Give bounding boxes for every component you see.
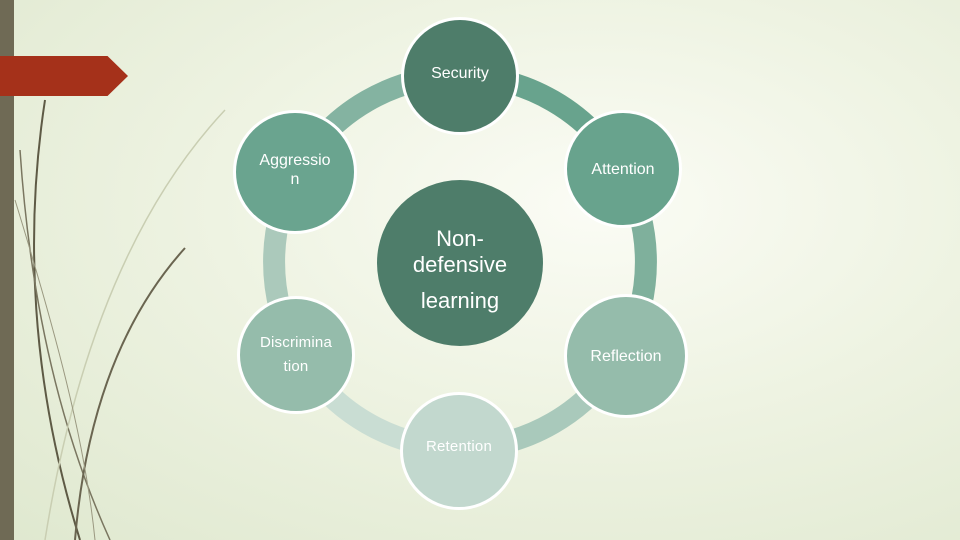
center-label-line-1: Non- [436, 226, 484, 251]
node-retention: Retention [400, 392, 518, 510]
node-aggression-label-line-1: Aggressio [259, 152, 331, 169]
node-attention: Attention [564, 110, 682, 228]
node-security-label: Security [431, 64, 489, 82]
center-label-line-2: defensive [412, 252, 508, 277]
node-aggression: Aggressio n [233, 110, 357, 234]
node-reflection: Reflection [564, 294, 688, 418]
center-label-line-3: learning [420, 288, 500, 313]
decorative-grass-lines [14, 99, 226, 540]
node-attention-label: Attention [591, 160, 655, 178]
node-retention-label: Retention [425, 438, 492, 455]
left-accent-bar [0, 0, 14, 540]
center-node-non-defensive-learning: Non- defensive learning [377, 180, 543, 346]
node-discrimination: Discrimina tion [237, 296, 355, 414]
node-reflection-label: Reflection [590, 347, 662, 365]
red-arrow-tab [0, 56, 128, 96]
node-discrimination-label-line-2: tion [283, 358, 309, 375]
node-security: Security [401, 17, 519, 135]
node-discrimination-label-line-1: Discrimina [259, 334, 332, 351]
node-aggression-label-line-2: n [290, 171, 300, 188]
